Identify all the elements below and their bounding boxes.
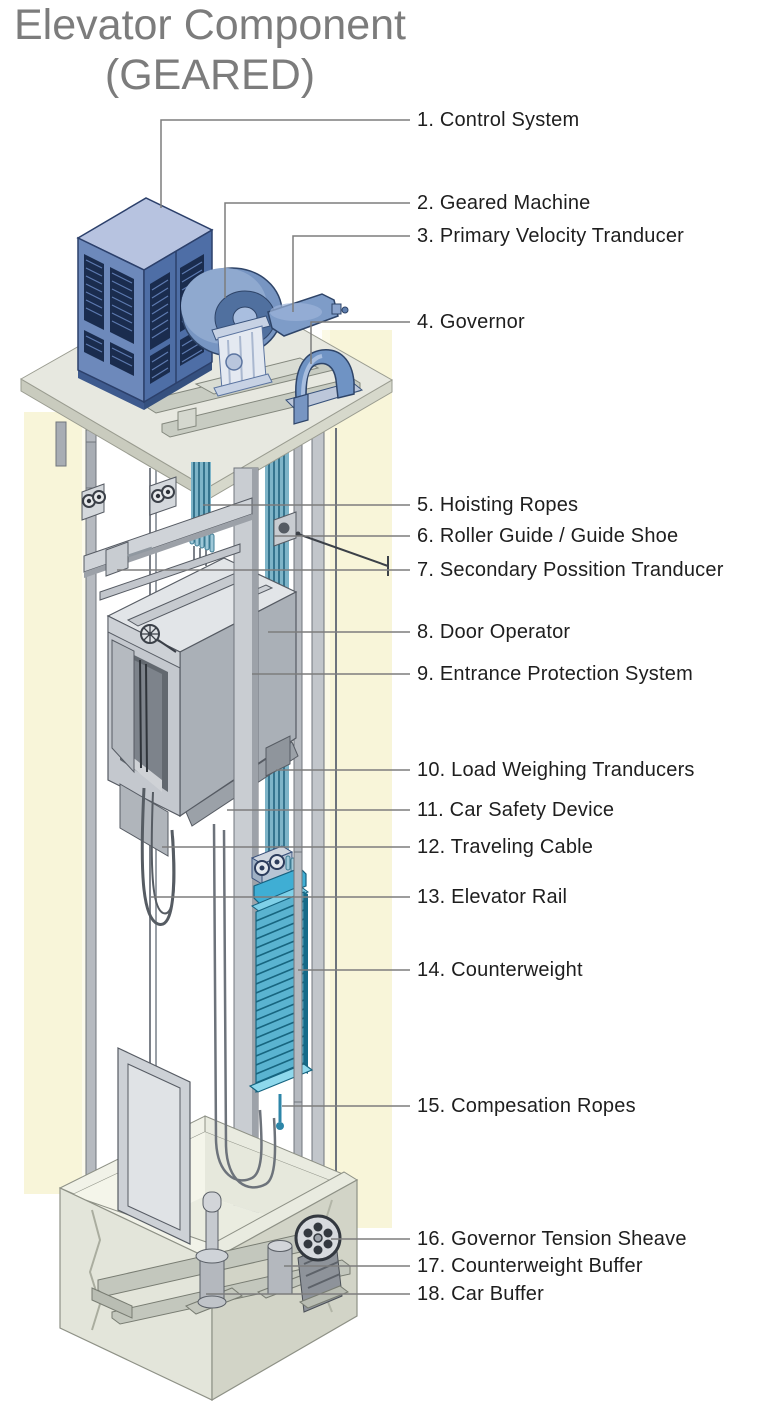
door-operator xyxy=(140,624,177,653)
label-17-counterweight-buffer: 17. Counterweight Buffer xyxy=(417,1255,643,1277)
roller-guide-rail-right xyxy=(273,511,297,547)
control-cabinet xyxy=(76,197,214,410)
compensation-ropes xyxy=(212,823,277,1189)
geared-machine xyxy=(181,267,349,397)
car-door-panel xyxy=(111,639,135,774)
label-14-counterweight: 14. Counterweight xyxy=(417,959,583,981)
label-13-elevator-rail: 13. Elevator Rail xyxy=(417,886,568,908)
leader-3 xyxy=(292,235,410,312)
guide-shoe-left-rail xyxy=(105,541,153,577)
leader-4 xyxy=(310,321,410,364)
page-title-line1: Elevator Component xyxy=(14,1,406,49)
label-11-car-safety-device: 11. Car Safety Device xyxy=(417,799,615,821)
car-buffer xyxy=(185,1191,243,1315)
leader-2 xyxy=(224,202,410,298)
roller-guide-left xyxy=(81,483,106,521)
label-6-roller-guide-guide-shoe: 6. Roller Guide / Guide Shoe xyxy=(417,525,679,547)
label-16-governor-tension-sheave: 16. Governor Tension Sheave xyxy=(417,1228,687,1250)
label-15-compesation-ropes: 15. Compesation Ropes xyxy=(417,1095,636,1117)
label-2-geared-machine: 2. Geared Machine xyxy=(417,192,591,214)
landing-door xyxy=(117,1047,191,1245)
page-title: Elevator Component (GEARED) xyxy=(0,0,420,101)
label-4-governor: 4. Governor xyxy=(417,311,525,333)
label-3-primary-velocity-tranducer: 3. Primary Velocity Tranducer xyxy=(417,225,685,247)
label-18-car-buffer: 18. Car Buffer xyxy=(417,1283,544,1305)
entrance-protection-edges xyxy=(139,659,148,773)
roller-guide-right xyxy=(149,476,177,516)
label-1-control-system: 1. Control System xyxy=(417,109,580,131)
traveling-cable xyxy=(140,787,176,926)
label-9-entrance-protection-system: 9. Entrance Protection System xyxy=(417,663,693,685)
label-8-door-operator: 8. Door Operator xyxy=(417,621,571,643)
label-7-secondary-possition-tranducer: 7. Secondary Possition Tranducer xyxy=(417,559,724,581)
load-weighing-transducer-box xyxy=(265,735,291,777)
label-10-load-weighing-tranducers: 10. Load Weighing Tranducers xyxy=(417,759,695,781)
leader-1 xyxy=(160,119,410,208)
counterweight xyxy=(248,845,314,1130)
primary-velocity-transducer-encoder xyxy=(331,303,342,315)
crosshead-assembly xyxy=(81,476,389,601)
counterweight-buffer xyxy=(256,1240,310,1299)
page-title-line2: (GEARED) xyxy=(104,51,316,100)
label-12-traveling-cable: 12. Traveling Cable xyxy=(417,836,594,858)
leader-lines xyxy=(117,119,410,1295)
label-5-hoisting-ropes: 5. Hoisting Ropes xyxy=(417,494,579,516)
hoisting-ropes-car xyxy=(189,462,215,566)
